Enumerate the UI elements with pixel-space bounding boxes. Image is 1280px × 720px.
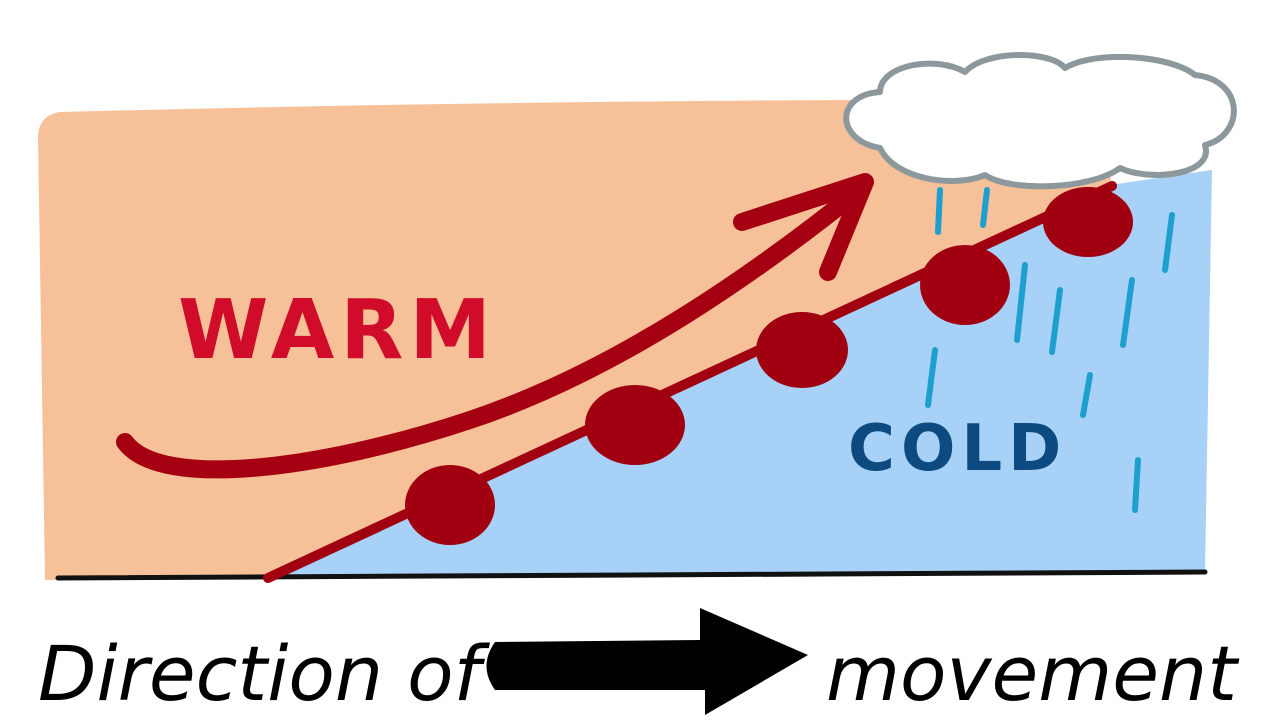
rain-drop-icon — [935, 187, 943, 235]
rain-drop-icon — [1014, 262, 1028, 343]
rain-drop-icon — [1132, 457, 1141, 513]
cold-label: COLD — [848, 412, 1067, 486]
caption-movement: movement — [826, 629, 1240, 718]
warm-air-arrow-shaft — [116, 179, 871, 479]
rain-drop-icon — [925, 347, 938, 408]
rain-drop-icon — [1162, 212, 1175, 273]
rain-drop-icon — [980, 187, 990, 228]
arrow-right-icon — [486, 608, 808, 715]
rain-drop-icon — [1080, 372, 1093, 418]
rain-drop-icon — [1120, 277, 1135, 348]
warm-air-arrow — [116, 173, 874, 479]
warm-front-semicircle-icon — [756, 312, 848, 388]
rain-drop-icon — [1049, 287, 1063, 355]
rain — [925, 187, 1175, 513]
cloud-icon — [843, 51, 1237, 190]
ground-line — [55, 569, 1208, 581]
warm-label: WARM — [178, 283, 497, 378]
warm-front-semicircle-icon — [585, 385, 685, 465]
caption-direction-of: Direction of — [38, 629, 491, 718]
warm-air-arrow-head — [733, 173, 874, 281]
warm-front-line — [263, 181, 1117, 583]
